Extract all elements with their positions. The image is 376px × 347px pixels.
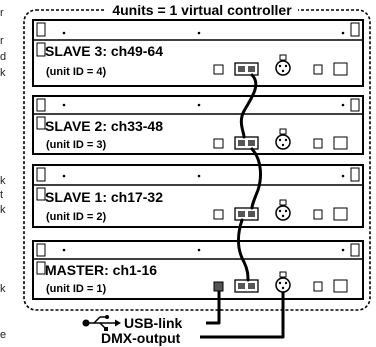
link-jack-icon: [238, 140, 245, 146]
xlr-pin: [284, 138, 288, 142]
usb-port-icon: [213, 64, 224, 75]
link-cable-2-1: [237, 218, 250, 282]
link-jack-icon: [248, 66, 255, 72]
link-jack-icon: [238, 283, 245, 289]
unit-id: (unit ID = 2): [46, 211, 107, 223]
edge-fragment: k: [0, 204, 6, 216]
unit-slave2: SLAVE 2: ch33-48 (unit ID = 3): [32, 95, 364, 155]
unit-slave1: SLAVE 1: ch17-32 (unit ID = 2): [32, 164, 364, 228]
xlr-pin: [281, 143, 285, 147]
unit-id: (unit ID = 4): [46, 66, 107, 78]
screw-dot: [197, 248, 201, 252]
xlr-pin: [281, 214, 285, 218]
screw-dot: [341, 31, 345, 35]
switch-icon: [313, 281, 323, 292]
screw-dot: [62, 174, 66, 178]
rack-ear-right: [350, 167, 360, 182]
xlr-latch-icon: [279, 271, 287, 278]
edge-fragment: r: [0, 7, 4, 19]
screw-dot: [341, 103, 345, 107]
unit-slave3: SLAVE 3: ch49-64 (unit ID = 4): [32, 19, 364, 87]
edge-fragment: k: [0, 67, 6, 79]
rack-ear-right: [350, 243, 360, 257]
unit-id: (unit ID = 1): [46, 283, 107, 295]
screw-dot: [197, 31, 201, 35]
rack-ear-right: [350, 98, 360, 112]
unit-master: MASTER: ch1-16 (unit ID = 1): [32, 240, 364, 300]
dmx-output-cable: [200, 292, 285, 339]
power-socket-icon: [333, 279, 348, 293]
link-jack-icon: [238, 66, 245, 72]
edge-fragment: d: [0, 51, 7, 63]
rack-ear-left-lower: [36, 187, 46, 201]
rack-ear-left: [36, 98, 46, 112]
usb-port-icon: [213, 209, 224, 220]
screw-dot: [341, 248, 345, 252]
unit-name: SLAVE 1: ch17-32: [45, 189, 163, 205]
xlr-pin: [284, 64, 288, 68]
edge-fragment: k: [0, 175, 6, 187]
xlr-pin: [284, 281, 288, 285]
xlr-pin: [278, 281, 282, 285]
link-cables: [237, 73, 262, 282]
rack-ear-left-lower: [36, 116, 46, 130]
rack-ear-left-lower: [36, 261, 46, 275]
xlr-connector-icon: [275, 205, 291, 221]
edge-fragment: e: [0, 329, 7, 341]
unit-name: SLAVE 3: ch49-64: [45, 43, 163, 59]
output-cables: [200, 291, 285, 339]
xlr-pin: [278, 64, 282, 68]
rack-ear-left: [36, 167, 46, 182]
unit-id: (unit ID = 3): [46, 139, 107, 151]
title-backdrop: [104, 2, 298, 18]
usb-port-icon: [213, 138, 224, 149]
usb-link-cable: [206, 291, 221, 325]
power-socket-icon: [333, 136, 348, 150]
link-jack-icon: [248, 140, 255, 146]
xlr-latch-icon: [279, 54, 287, 61]
screw-dot: [341, 174, 345, 178]
usb-port-icon: [213, 281, 224, 292]
switch-icon: [313, 138, 323, 149]
diagram-title: 4units = 1 virtual controller: [112, 2, 292, 18]
dmx-output-label: DMX-output: [101, 330, 181, 346]
unit-name: SLAVE 2: ch33-48: [45, 118, 163, 134]
power-socket-icon: [333, 62, 348, 76]
switch-icon: [313, 64, 323, 75]
rack-ear-left: [36, 22, 46, 37]
rack-ear-left-lower: [36, 42, 46, 57]
screw-dot: [62, 248, 66, 252]
link-jack-icon: [238, 211, 245, 217]
xlr-pin: [284, 209, 288, 213]
usb-link-label: USB-link: [124, 315, 183, 331]
xlr-connector-icon: [275, 134, 291, 150]
xlr-latch-icon: [279, 199, 287, 206]
unit-name: MASTER: ch1-16: [45, 262, 157, 278]
edge-fragment: r: [0, 35, 4, 47]
power-socket-icon: [333, 207, 348, 221]
xlr-pin: [281, 69, 285, 73]
link-cable-4-3: [239, 73, 258, 139]
xlr-pin: [281, 286, 285, 290]
usb-symbol-icon: [82, 315, 121, 331]
screw-dot: [197, 174, 201, 178]
screw-dot: [197, 103, 201, 107]
edge-fragment: t: [0, 189, 4, 201]
xlr-connector-icon: [275, 277, 291, 293]
rack-ear-right: [350, 22, 360, 37]
edge-fragment: k: [0, 283, 6, 295]
screw-dot: [62, 31, 66, 35]
xlr-pin: [278, 138, 282, 142]
xlr-connector-icon: [275, 60, 291, 76]
xlr-pin: [278, 209, 282, 213]
screw-dot: [62, 103, 66, 107]
xlr-latch-icon: [279, 128, 287, 135]
link-cable-3-2: [250, 147, 262, 210]
rack-ear-left: [36, 243, 46, 257]
link-jack-icon: [248, 211, 255, 217]
switch-icon: [313, 209, 323, 220]
link-jack-icon: [248, 283, 255, 289]
unit-panel: [32, 19, 364, 87]
